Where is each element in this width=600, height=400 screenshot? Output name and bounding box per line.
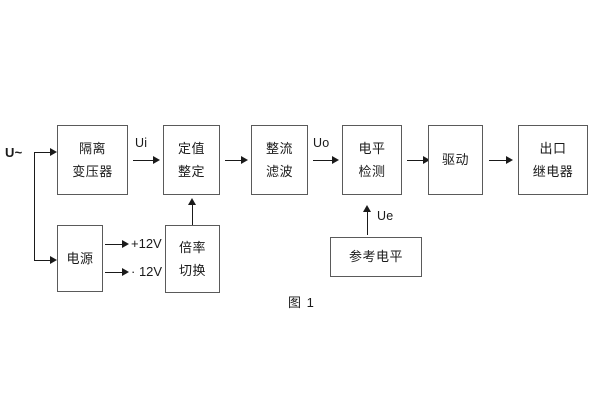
- rail-positive-label: +12V: [131, 236, 162, 251]
- block-power-supply-line1: 电源: [66, 250, 94, 266]
- block-output-relay-line1: 出口: [539, 140, 567, 156]
- block-isolation-transformer[interactable]: 隔离 变压器: [57, 125, 128, 195]
- rectify-to-level-line: [313, 160, 335, 161]
- block-output-relay-line2: 继电器: [532, 163, 574, 179]
- block-rectify-filter-line1: 整流: [265, 140, 293, 156]
- input-to-transformer-arrowhead: [50, 148, 57, 156]
- level-to-drive-arrowhead: [423, 156, 430, 164]
- multiplier-to-setting-line: [192, 204, 193, 225]
- block-level-detect[interactable]: 电平 检测: [342, 125, 402, 195]
- rail-negative-label: · 12V: [131, 264, 163, 279]
- block-multiplier-switch[interactable]: 倍率 切换: [165, 225, 220, 293]
- signal-uo-label: Uo: [313, 136, 330, 150]
- block-level-detect-line1: 电平: [358, 140, 386, 156]
- level-to-drive-line: [407, 160, 426, 161]
- block-setting-value[interactable]: 定值 整定: [163, 125, 220, 195]
- reference-to-level-arrowhead: [363, 205, 371, 212]
- input-bus-vertical-line: [34, 152, 35, 260]
- block-output-relay[interactable]: 出口 继电器: [518, 125, 588, 195]
- input-to-power-arrowhead: [50, 256, 57, 264]
- block-multiplier-switch-line2: 切换: [178, 262, 206, 278]
- block-multiplier-switch-line1: 倍率: [178, 239, 206, 255]
- block-reference-level-line1: 参考电平: [348, 249, 403, 265]
- block-level-detect-line2: 检测: [358, 163, 386, 179]
- transformer-to-setting-arrowhead: [153, 156, 160, 164]
- rail-positive-line: [105, 244, 125, 245]
- block-drive[interactable]: 驱动: [428, 125, 483, 195]
- input-bus-to-transformer-line: [34, 152, 53, 153]
- block-rectify-filter[interactable]: 整流 滤波: [251, 125, 308, 195]
- signal-ue-label: Ue: [377, 209, 394, 223]
- rail-positive-arrowhead: [122, 240, 129, 248]
- signal-ui-label: Ui: [135, 136, 148, 150]
- block-setting-value-line2: 整定: [177, 163, 205, 179]
- block-drive-line1: 驱动: [441, 152, 469, 168]
- input-bus-to-power-line: [34, 260, 53, 261]
- rail-negative-line: [105, 272, 125, 273]
- rectify-to-level-arrowhead: [332, 156, 339, 164]
- setting-to-rectify-arrowhead: [241, 156, 248, 164]
- drive-to-relay-line: [489, 160, 509, 161]
- reference-to-level-line: [367, 211, 368, 235]
- transformer-to-setting-line: [133, 160, 156, 161]
- input-source-label: U~: [5, 145, 23, 160]
- block-rectify-filter-line2: 滤波: [265, 163, 293, 179]
- drive-to-relay-arrowhead: [506, 156, 513, 164]
- setting-to-rectify-line: [225, 160, 244, 161]
- rail-negative-arrowhead: [122, 268, 129, 276]
- block-power-supply[interactable]: 电源: [57, 225, 103, 292]
- block-isolation-transformer-line2: 变压器: [72, 163, 113, 179]
- block-isolation-transformer-line1: 隔离: [78, 140, 106, 156]
- multiplier-to-setting-arrowhead: [188, 198, 196, 205]
- block-setting-value-line1: 定值: [177, 140, 205, 156]
- figure-caption: 图 1: [288, 295, 315, 310]
- block-reference-level[interactable]: 参考电平: [330, 237, 422, 277]
